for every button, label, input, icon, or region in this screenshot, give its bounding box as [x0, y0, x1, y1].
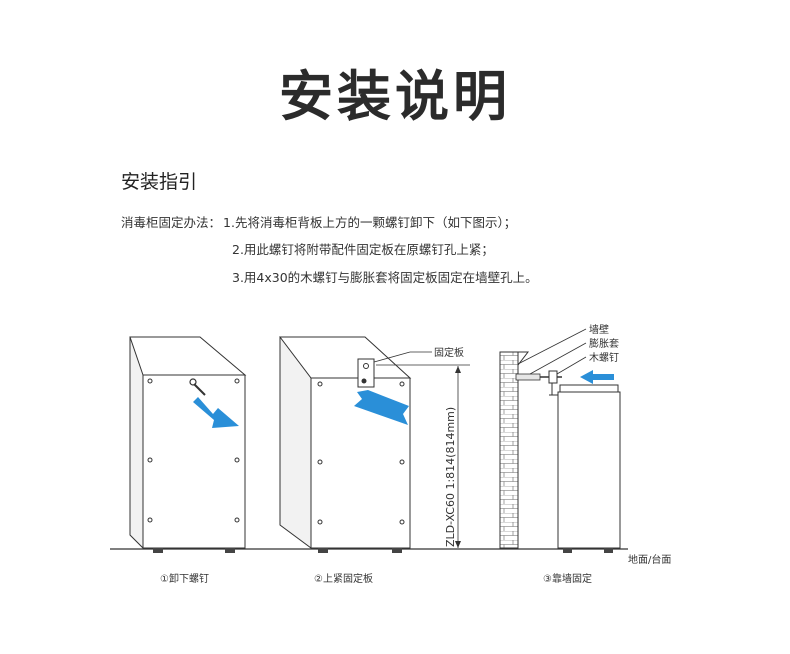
caption-step1: ①卸下螺钉 — [160, 572, 209, 585]
screw-hole-icon — [399, 381, 405, 387]
screw-hole-icon — [399, 459, 405, 465]
label-floor: 地面/台面 — [628, 553, 671, 566]
cabinet3-foot — [563, 548, 572, 553]
arrow-push-icon — [580, 370, 614, 384]
dimension-label: ZLD-XC60 1:814(814mm) — [444, 407, 457, 547]
cabinet1-back — [142, 374, 246, 549]
arrow-tighten-icon — [354, 390, 409, 425]
screw-hole-icon — [234, 517, 240, 523]
page-title: 安装说明 — [279, 65, 511, 128]
cabinet2-foot — [318, 548, 328, 553]
caption-step3: ③靠墙固定 — [543, 572, 592, 585]
screw-hole-icon — [317, 519, 323, 525]
plate-hole-icon — [363, 363, 369, 369]
screw-hole-icon — [147, 378, 153, 384]
cabinet1-top — [129, 336, 247, 376]
label-plate: 固定板 — [434, 346, 464, 359]
plate-screw-icon — [361, 378, 367, 384]
cabinet-step1 — [129, 336, 247, 553]
instruction-lead: 消毒柜固定办法： — [121, 215, 222, 230]
screw-icon — [189, 378, 197, 386]
cabinet1-foot — [153, 548, 163, 553]
cabinet-step2: 固定板 ZLD-XC60 1:814(814mm) — [278, 336, 470, 553]
cabinet3-side — [557, 391, 621, 549]
instruction-step-1: 1.先将消毒柜背板上方的一颗螺钉卸下（如下图示）； — [223, 215, 517, 230]
section-heading: 安装指引 — [121, 171, 198, 193]
label-screw: 木螺钉 — [589, 352, 619, 364]
leader-plate — [373, 351, 411, 363]
wall-mount-step3: 墙壁 膨胀套 木螺钉 — [499, 323, 621, 553]
label-wall: 墙壁 — [589, 323, 609, 336]
screw-hole-icon — [234, 378, 240, 384]
leader-sleeve — [529, 342, 587, 375]
screw-hole-icon — [147, 517, 153, 523]
screw-hole-icon — [317, 381, 323, 387]
instruction-row-1: 消毒柜固定办法：1.先将消毒柜背板上方的一颗螺钉卸下（如下图示）； — [121, 213, 516, 233]
screw-hole-icon — [317, 459, 323, 465]
instruction-step-3: 3.用4x30的木螺钉与膨胀套将固定板固定在墙壁孔上。 — [232, 270, 538, 285]
label-sleeve: 膨胀套 — [589, 337, 619, 350]
instruction-step-2: 2.用此螺钉将附带配件固定板在原螺钉孔上紧； — [232, 242, 494, 257]
anchor-sleeve-icon — [515, 373, 541, 381]
arrow-remove-icon — [193, 397, 239, 428]
leader-screw — [556, 356, 587, 375]
wall-icon — [499, 351, 519, 549]
cabinet3-foot — [604, 548, 613, 553]
dimension-arrow-bottom-icon — [455, 541, 461, 548]
screw-hole-icon — [234, 457, 240, 463]
screw-hole-icon — [147, 457, 153, 463]
caption-step2: ②上紧固定板 — [314, 572, 373, 585]
screw-hole-icon — [399, 519, 405, 525]
screw-shaft-icon — [193, 383, 206, 396]
cabinet1-foot — [225, 548, 235, 553]
cabinet2-foot — [392, 548, 402, 553]
bracket-icon — [548, 370, 558, 384]
dimension-arrow-top-icon — [455, 366, 461, 373]
leader-wall — [517, 328, 587, 365]
